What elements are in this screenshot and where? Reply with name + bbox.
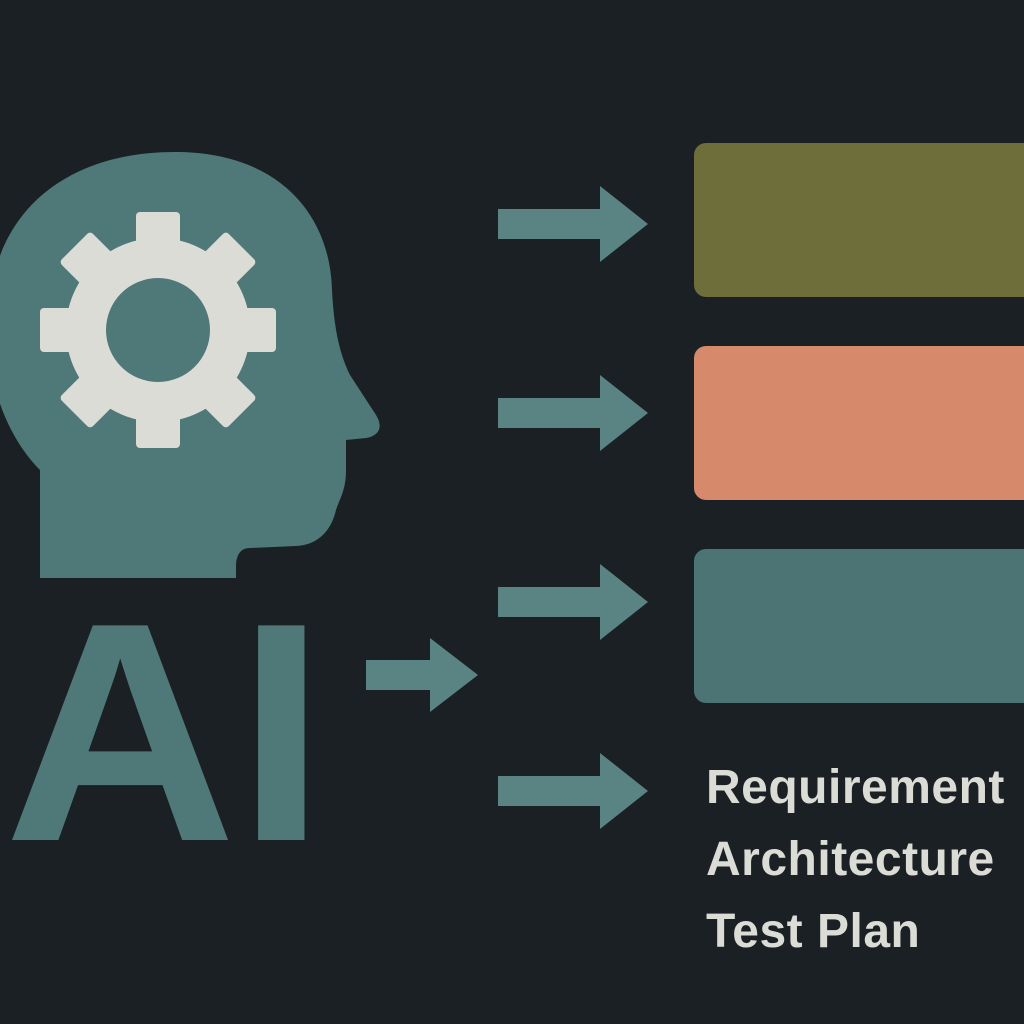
output-block-olive bbox=[694, 143, 1024, 297]
gear-icon bbox=[40, 212, 276, 448]
output-block-teal bbox=[694, 549, 1024, 703]
output-block-salmon bbox=[694, 346, 1024, 500]
arrow-right-icon bbox=[498, 753, 648, 829]
output-labels: Requirement Architecture Test Plan bbox=[706, 752, 1024, 968]
arrow-right-icon bbox=[498, 186, 648, 262]
arrow-right-icon bbox=[498, 564, 648, 640]
label-architecture: Architecture bbox=[706, 833, 995, 886]
arrow-right-icon bbox=[366, 638, 478, 712]
label-requirement: Requirement bbox=[706, 761, 1005, 814]
label-test-plan: Test Plan bbox=[706, 905, 921, 958]
ai-text: AI bbox=[4, 559, 326, 907]
arrow-right-icon bbox=[498, 375, 648, 451]
